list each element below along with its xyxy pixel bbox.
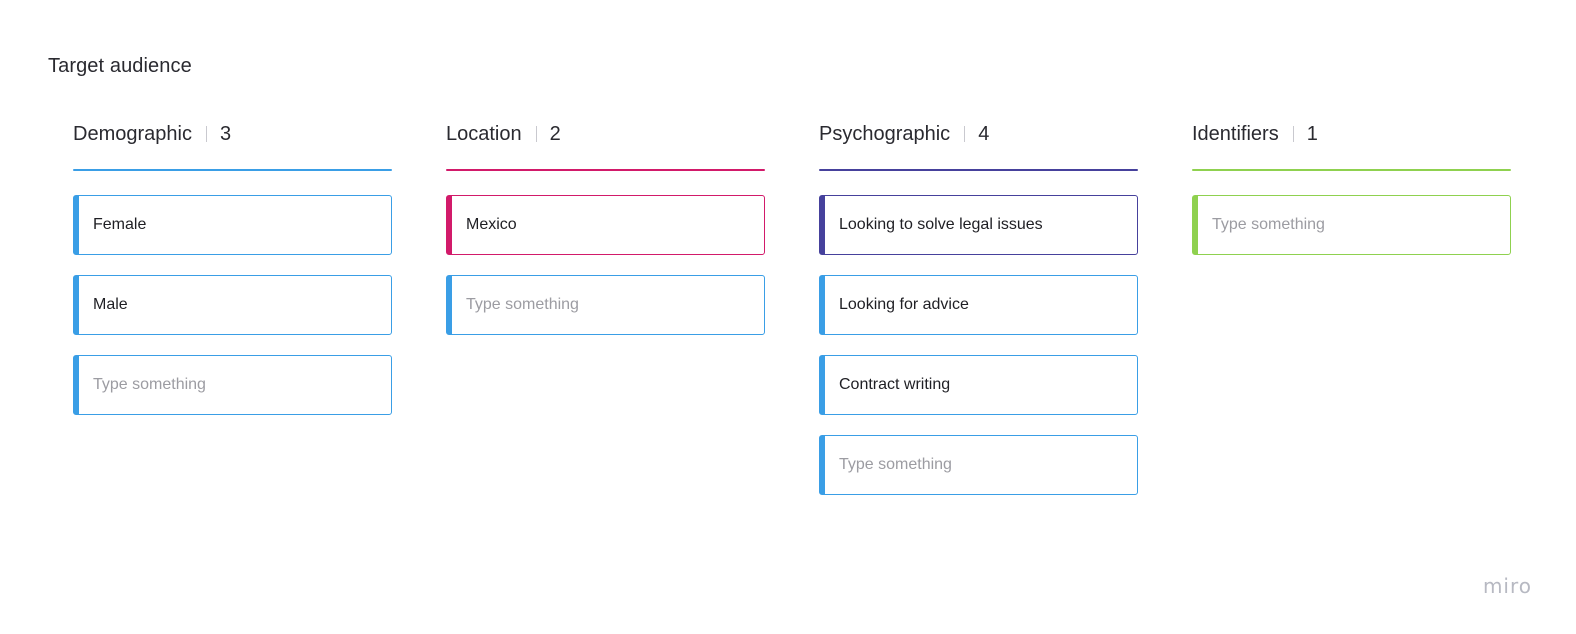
miro-logo: miro	[1482, 574, 1532, 598]
board-title: Target audience	[48, 55, 192, 77]
column-identifiers: Identifiers 1 Type something	[1192, 118, 1511, 495]
column-divider	[205, 126, 207, 142]
card-input-placeholder[interactable]: Type something	[819, 435, 1138, 495]
column-divider	[1292, 126, 1294, 142]
column-title: Psychographic	[819, 122, 951, 145]
column-underline	[73, 169, 392, 171]
kanban-columns: Demographic 3 Female Male Type something…	[73, 118, 1511, 495]
card-advice[interactable]: Looking for advice	[819, 275, 1138, 335]
card-list: Type something	[1192, 195, 1511, 255]
column-count: 2	[549, 122, 561, 145]
column-count: 3	[219, 122, 232, 145]
column-divider	[535, 126, 537, 142]
column-title: Identifiers	[1192, 122, 1279, 145]
column-divider	[964, 126, 966, 142]
card-legal-issues[interactable]: Looking to solve legal issues	[819, 195, 1138, 255]
card-input-placeholder[interactable]: Type something	[1192, 195, 1511, 255]
card-list: Looking to solve legal issues Looking fo…	[819, 195, 1138, 495]
column-title: Location	[446, 122, 522, 145]
column-psychographic: Psychographic 4 Looking to solve legal i…	[819, 118, 1138, 495]
column-underline	[1192, 169, 1511, 171]
column-count: 1	[1306, 122, 1318, 145]
column-header: Identifiers 1	[1192, 118, 1511, 150]
card-input-placeholder[interactable]: Type something	[73, 355, 392, 415]
column-header: Demographic 3	[73, 118, 392, 150]
card-list: Female Male Type something	[73, 195, 392, 415]
column-header: Location 2	[446, 118, 765, 150]
card-male[interactable]: Male	[73, 275, 392, 335]
card-mexico[interactable]: Mexico	[446, 195, 765, 255]
card-contract-writing[interactable]: Contract writing	[819, 355, 1138, 415]
card-female[interactable]: Female	[73, 195, 392, 255]
column-demographic: Demographic 3 Female Male Type something	[73, 118, 392, 495]
column-header: Psychographic 4	[819, 118, 1138, 150]
card-list: Mexico Type something	[446, 195, 765, 335]
column-underline	[446, 169, 765, 171]
column-count: 4	[978, 122, 990, 145]
card-input-placeholder[interactable]: Type something	[446, 275, 765, 335]
column-underline	[819, 169, 1138, 171]
column-location: Location 2 Mexico Type something	[446, 118, 765, 495]
column-title: Demographic	[73, 122, 192, 145]
